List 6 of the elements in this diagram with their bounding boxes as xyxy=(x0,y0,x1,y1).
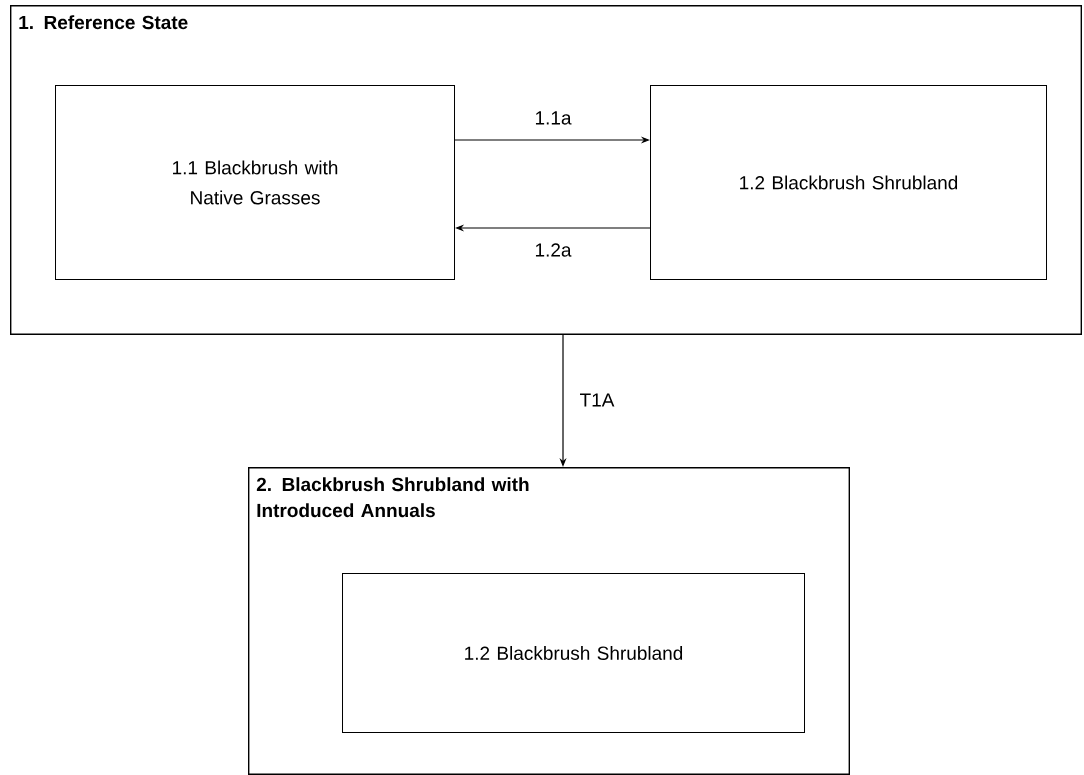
state-box: 1.2 Blackbrush Shrubland xyxy=(650,85,1047,280)
edge-label: 1.2a xyxy=(532,241,574,259)
edge-label: 1.1a xyxy=(532,109,574,127)
edge-label: T1A xyxy=(577,391,617,409)
state-box: 1.2 Blackbrush Shrubland xyxy=(342,573,805,733)
state-box: 1.1 Blackbrush with Native Grasses xyxy=(55,85,455,280)
